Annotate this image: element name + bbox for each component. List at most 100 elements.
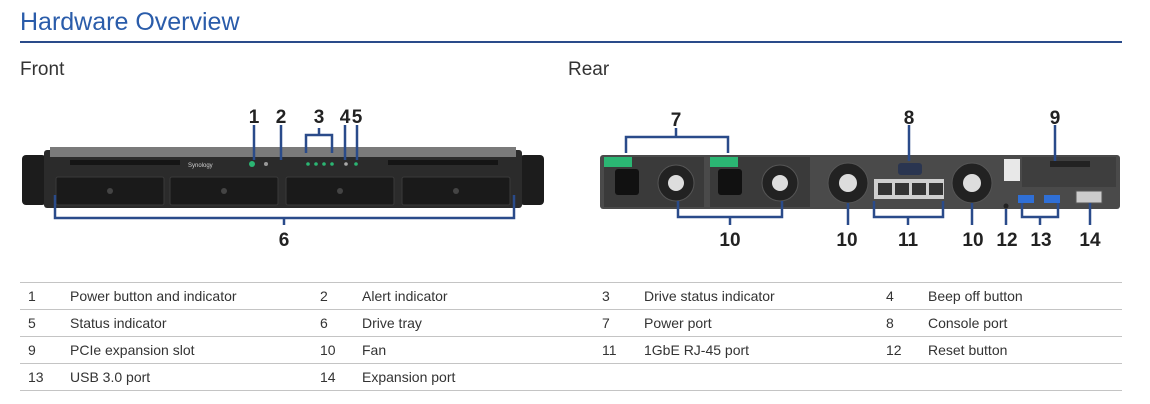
component-number: 4: [878, 282, 928, 310]
callout-13: 13: [1030, 230, 1051, 251]
table-row: 1 Power button and indicator 2 Alert ind…: [20, 282, 1122, 310]
component-number: 2: [312, 282, 362, 310]
system-fan-2-hub: [963, 174, 981, 192]
front-top-cover: [50, 147, 516, 157]
component-number: [878, 363, 928, 391]
component-number: 14: [312, 363, 362, 391]
rj45-port-4: [929, 183, 943, 195]
component-number: 1: [20, 282, 70, 310]
synology-logo: Synology: [188, 163, 213, 169]
drive-tray-1-latch: [107, 188, 113, 194]
callout-10-fan-right: 10: [962, 230, 983, 251]
component-label: Reset button: [928, 336, 1122, 364]
component-label: [928, 363, 1122, 391]
pcie-bracket: [1004, 159, 1020, 181]
drive-led-2: [314, 162, 318, 166]
left-rack-ear: [22, 155, 46, 205]
psu-1-latch: [604, 157, 632, 167]
component-number: 13: [20, 363, 70, 391]
component-number: 11: [594, 336, 644, 364]
hardware-diagram: Synology 1 2 3 4 5: [22, 107, 1120, 251]
psu-2-latch: [710, 157, 738, 167]
psu-2-fan-hub: [772, 175, 788, 191]
rear-panel-image: [600, 155, 1120, 209]
front-vent-right: [388, 160, 498, 165]
callout-4: 4: [340, 107, 351, 128]
table-row: 13 USB 3.0 port 14 Expansion port: [20, 363, 1122, 391]
component-number: 10: [312, 336, 362, 364]
psu-1-fan-hub: [668, 175, 684, 191]
front-panel-image: Synology: [22, 147, 544, 208]
component-number: 7: [594, 309, 644, 337]
usb-port-2-icon: [1044, 195, 1060, 203]
component-number: 12: [878, 336, 928, 364]
component-label: Drive tray: [362, 309, 594, 337]
component-label: Power button and indicator: [70, 282, 312, 310]
component-number: 3: [594, 282, 644, 310]
system-fan-1-hub: [839, 174, 857, 192]
drive-trays: [55, 176, 511, 206]
table-row: 9 PCIe expansion slot 10 Fan 11 1GbE RJ-…: [20, 336, 1122, 364]
component-label: Status indicator: [70, 309, 312, 337]
reset-button-icon: [1003, 203, 1009, 209]
power-port-1-icon: [615, 169, 639, 195]
component-label: USB 3.0 port: [70, 363, 312, 391]
component-number: 6: [312, 309, 362, 337]
component-label: Console port: [928, 309, 1122, 337]
drive-tray-3-latch: [337, 188, 343, 194]
callout-9: 9: [1050, 108, 1061, 129]
callout-7: 7: [671, 110, 682, 131]
callout-11: 11: [898, 230, 919, 251]
component-label: Drive status indicator: [644, 282, 878, 310]
component-label: Fan: [362, 336, 594, 364]
drive-led-1: [306, 162, 310, 166]
usb-port-1-icon: [1018, 195, 1034, 203]
alert-indicator-led: [264, 162, 268, 166]
title-divider: [20, 41, 1122, 43]
rj45-port-1: [878, 183, 892, 195]
callout-5: 5: [352, 107, 363, 128]
drive-tray-4-latch: [453, 188, 459, 194]
front-section-label: Front: [20, 59, 65, 80]
callout-6: 6: [279, 230, 290, 251]
callout-10-fan-left: 10: [836, 230, 857, 251]
rear-section-label: Rear: [568, 59, 610, 80]
component-label: 1GbE RJ-45 port: [644, 336, 878, 364]
pcie-vent: [1050, 161, 1090, 167]
console-port-icon: [898, 163, 922, 175]
component-number: 8: [878, 309, 928, 337]
status-indicator-led: [354, 162, 358, 166]
right-rack-ear: [520, 155, 544, 205]
power-button-icon: [249, 161, 255, 167]
rj45-port-3: [912, 183, 926, 195]
component-label: [644, 363, 878, 391]
callout-1: 1: [249, 107, 260, 128]
component-legend-table: 1 Power button and indicator 2 Alert ind…: [20, 282, 1122, 391]
drive-led-4: [330, 162, 334, 166]
callout-10-psu: 10: [719, 230, 740, 251]
rj45-port-2: [895, 183, 909, 195]
callout-8: 8: [904, 108, 915, 129]
expansion-port-icon: [1075, 190, 1103, 204]
component-number: 5: [20, 309, 70, 337]
callout-14: 14: [1079, 230, 1101, 251]
component-label: Alert indicator: [362, 282, 594, 310]
component-label: Power port: [644, 309, 878, 337]
drive-led-3: [322, 162, 326, 166]
front-callout-lines: [53, 125, 516, 225]
drive-tray-2-latch: [221, 188, 227, 194]
component-label: PCIe expansion slot: [70, 336, 312, 364]
table-row: 5 Status indicator 6 Drive tray 7 Power …: [20, 309, 1122, 337]
callout-3: 3: [314, 107, 325, 128]
callout-12: 12: [996, 230, 1017, 251]
component-label: Expansion port: [362, 363, 594, 391]
beep-off-button-icon: [344, 162, 348, 166]
callout-2: 2: [276, 107, 287, 128]
component-number: 9: [20, 336, 70, 364]
component-number: [594, 363, 644, 391]
page-title: Hardware Overview: [20, 8, 240, 36]
power-port-2-icon: [718, 169, 742, 195]
rear-callout-lines: [624, 125, 1092, 225]
front-vent-left: [70, 160, 180, 165]
component-label: Beep off button: [928, 282, 1122, 310]
